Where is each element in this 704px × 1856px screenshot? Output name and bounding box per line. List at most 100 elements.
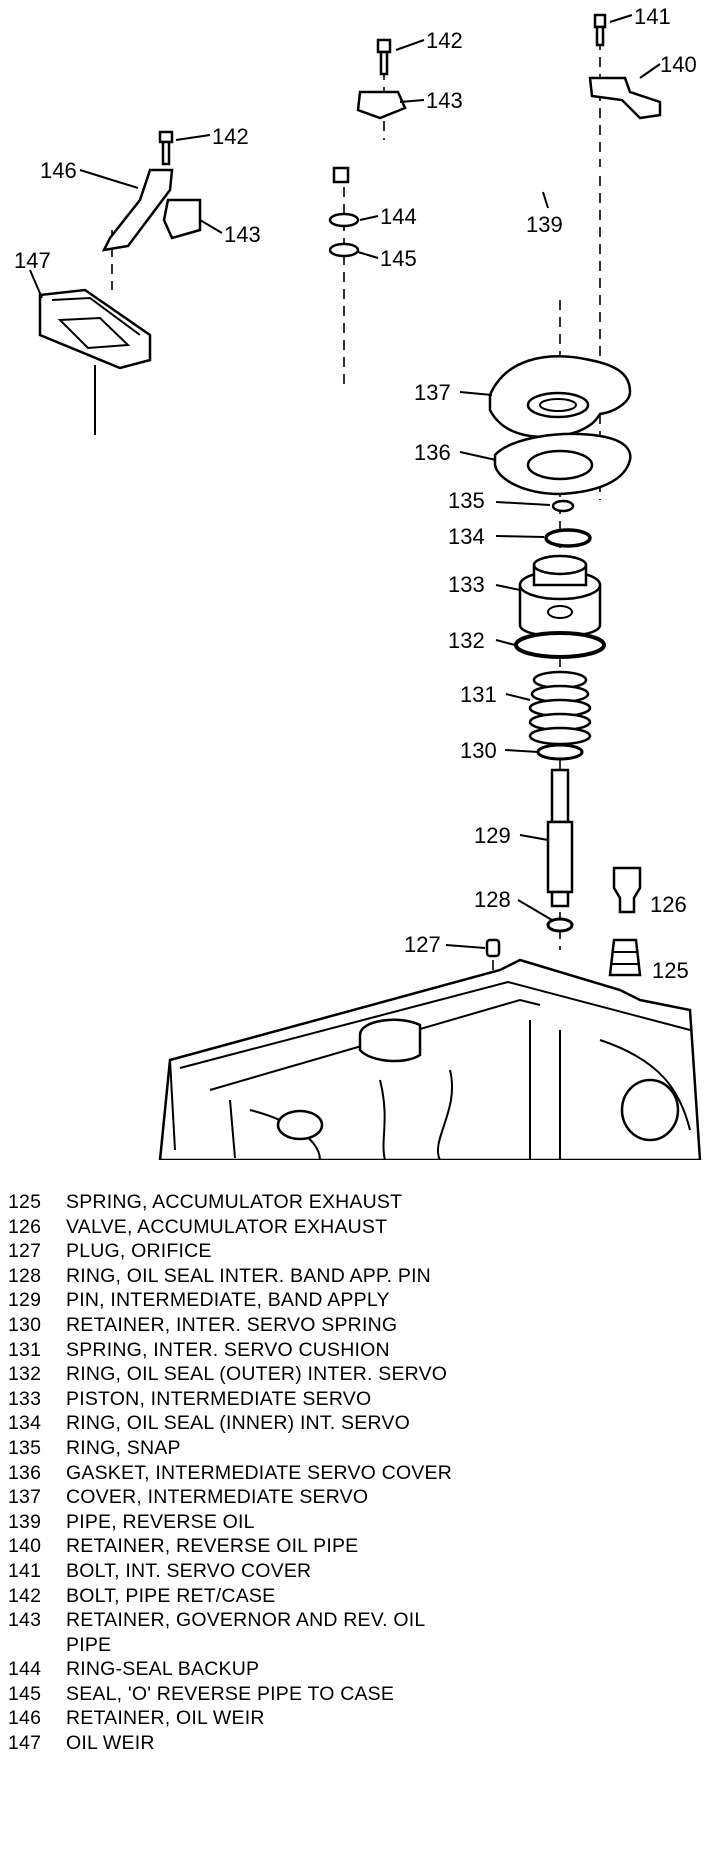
legend-part-description: PIPE, REVERSE OIL bbox=[66, 1510, 255, 1533]
legend-part-description: PIN, INTERMEDIATE, BAND APPLY bbox=[66, 1289, 390, 1312]
legend-row: 130 RETAINER, INTER. SERVO SPRING bbox=[8, 1313, 698, 1338]
legend-part-number: 132 bbox=[8, 1363, 42, 1386]
legend-part-number: 140 bbox=[8, 1535, 42, 1558]
legend-part-number: 137 bbox=[8, 1486, 42, 1509]
legend-part-description: RETAINER, OIL WEIR bbox=[66, 1707, 265, 1730]
part-141-bolt bbox=[593, 13, 607, 47]
part-146-weir-retainer bbox=[101, 168, 174, 252]
part-130-retainer bbox=[536, 743, 584, 761]
part-142-bolt-left bbox=[158, 130, 174, 166]
legend-part-description: RING, SNAP bbox=[66, 1436, 181, 1459]
legend-row: 144 RING-SEAL BACKUP bbox=[8, 1657, 698, 1682]
legend-part-number: 146 bbox=[8, 1707, 42, 1730]
part-137-cover bbox=[488, 355, 632, 439]
legend-part-number: 125 bbox=[8, 1191, 42, 1213]
part-128-seal-ring bbox=[546, 917, 574, 933]
legend-part-number: 127 bbox=[8, 1240, 42, 1263]
label-143-left: 143 bbox=[224, 222, 261, 247]
leader-lines bbox=[29, 14, 661, 949]
part-125-spring bbox=[608, 938, 642, 977]
legend-part-description: BOLT, INT. SERVO COVER bbox=[66, 1559, 312, 1582]
label-133: 133 bbox=[448, 572, 485, 597]
label-143-top: 143 bbox=[426, 88, 463, 113]
legend-part-description: GASKET, INTERMEDIATE SERVO COVER bbox=[66, 1461, 453, 1484]
legend-part-number: 126 bbox=[8, 1215, 42, 1238]
legend-part-description: OIL WEIR bbox=[66, 1732, 155, 1755]
label-125: 125 bbox=[652, 958, 689, 983]
label-141: 141 bbox=[634, 4, 671, 29]
legend-part-number bbox=[8, 1633, 66, 1658]
legend-row: 127 PLUG, ORIFICE bbox=[8, 1239, 698, 1264]
legend-part-number: 147 bbox=[8, 1732, 42, 1755]
label-139: 139 bbox=[526, 212, 563, 237]
legend-part-number: 130 bbox=[8, 1313, 42, 1336]
part-136-gasket bbox=[493, 432, 632, 496]
label-128: 128 bbox=[474, 887, 511, 912]
transmission-case bbox=[158, 958, 702, 1160]
part-145-o-seal bbox=[328, 242, 360, 258]
label-147: 147 bbox=[14, 248, 51, 273]
legend-row: 131 SPRING, INTER. SERVO CUSHION bbox=[8, 1338, 698, 1363]
label-131: 131 bbox=[460, 682, 497, 707]
legend-part-description: RING-SEAL BACKUP bbox=[66, 1658, 260, 1681]
legend-row: 137 COVER, INTERMEDIATE SERVO bbox=[8, 1485, 698, 1510]
legend-row: 139 PIPE, REVERSE OIL bbox=[8, 1510, 698, 1535]
part-139-pipe bbox=[332, 147, 665, 206]
label-132: 132 bbox=[448, 628, 485, 653]
legend-part-description: RING, OIL SEAL (OUTER) INTER. SERVO bbox=[66, 1363, 448, 1386]
legend-part-number: 144 bbox=[8, 1658, 42, 1681]
legend-row: 135 RING, SNAP bbox=[8, 1436, 698, 1461]
legend-part-number: 131 bbox=[8, 1338, 42, 1361]
label-140: 140 bbox=[660, 52, 697, 77]
part-143-retainer-top bbox=[356, 90, 407, 120]
label-127: 127 bbox=[404, 932, 441, 957]
legend-part-number: 133 bbox=[8, 1387, 42, 1410]
legend-row: 147 OIL WEIR bbox=[8, 1731, 698, 1756]
legend-part-description: SPRING, INTER. SERVO CUSHION bbox=[66, 1338, 390, 1361]
legend-part-description: VALVE, ACCUMULATOR EXHAUST bbox=[66, 1215, 388, 1238]
exploded-parts-diagram: 141 140 142 143 144 145 139 142 146 143 … bbox=[14, 4, 702, 1160]
legend-part-number: 129 bbox=[8, 1289, 42, 1312]
legend-part-number: 139 bbox=[8, 1510, 42, 1533]
part-126-valve bbox=[612, 866, 642, 914]
legend-row: PIPE bbox=[8, 1633, 698, 1658]
part-132-outer-seal bbox=[514, 631, 606, 659]
part-144-backup-ring bbox=[328, 212, 360, 228]
part-133-piston bbox=[518, 554, 602, 638]
legend-part-description: RETAINER, GOVERNOR AND REV. OIL bbox=[66, 1609, 426, 1632]
label-142-left: 142 bbox=[212, 124, 249, 149]
part-129-pin bbox=[546, 768, 574, 908]
legend-row: 146 RETAINER, OIL WEIR bbox=[8, 1706, 698, 1731]
part-135-snap-ring bbox=[551, 499, 575, 513]
label-146: 146 bbox=[40, 158, 77, 183]
label-129: 129 bbox=[474, 823, 511, 848]
legend-part-description: SPRING, ACCUMULATOR EXHAUST bbox=[66, 1191, 403, 1213]
part-143-retainer-left bbox=[162, 198, 202, 240]
legend-row: 125 SPRING, ACCUMULATOR EXHAUST bbox=[8, 1190, 698, 1215]
part-142-bolt-top bbox=[376, 38, 392, 76]
label-130: 130 bbox=[460, 738, 497, 763]
part-140-retainer bbox=[588, 76, 662, 120]
parts-legend: 125 SPRING, ACCUMULATOR EXHAUST 126 VALVE, … bbox=[8, 1190, 698, 1756]
legend-part-description: RETAINER, INTER. SERVO SPRING bbox=[66, 1313, 398, 1336]
label-134: 134 bbox=[448, 524, 485, 549]
label-126: 126 bbox=[650, 892, 687, 917]
legend-part-number: 142 bbox=[8, 1584, 42, 1607]
legend-part-description: RETAINER, REVERSE OIL PIPE bbox=[66, 1535, 359, 1558]
legend-row: 129 PIN, INTERMEDIATE, BAND APPLY bbox=[8, 1288, 698, 1313]
legend-part-number: 135 bbox=[8, 1436, 42, 1459]
legend-part-description: PLUG, ORIFICE bbox=[66, 1240, 212, 1263]
legend-part-number: 134 bbox=[8, 1412, 42, 1435]
label-135: 135 bbox=[448, 488, 485, 513]
legend-part-number: 136 bbox=[8, 1461, 42, 1484]
label-144: 144 bbox=[380, 204, 417, 229]
legend-row: 136 GASKET, INTERMEDIATE SERVO COVER bbox=[8, 1461, 698, 1486]
legend-part-description: COVER, INTERMEDIATE SERVO bbox=[66, 1486, 369, 1509]
